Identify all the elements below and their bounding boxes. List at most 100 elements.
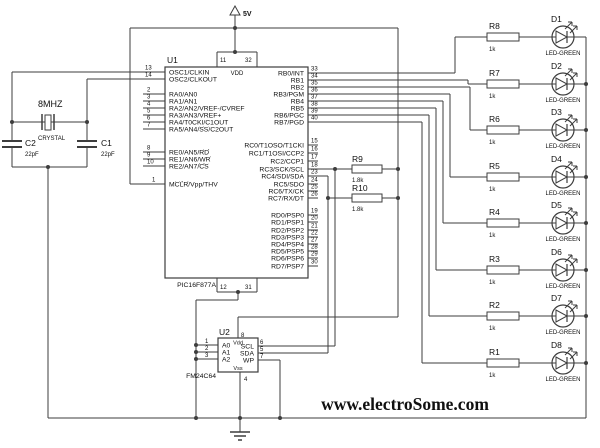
u2-pin-label: A2	[222, 357, 231, 364]
resistor-body	[486, 32, 520, 42]
u1-pin-number: 20	[311, 216, 318, 222]
u1-pin-number: 19	[311, 209, 318, 215]
u1-pin-label: OSC2/CLKOUT	[169, 77, 217, 84]
led-arrow	[569, 304, 578, 313]
u1-pin-number: 27	[311, 238, 318, 244]
led-ref-label: D5	[551, 200, 562, 210]
led-triangle	[555, 77, 569, 91]
junction-dot	[194, 416, 198, 420]
resistor-body	[486, 265, 520, 275]
u1-pin-label: RA4/T0CKI/C1OUT	[169, 120, 228, 127]
u1-pin-label: RB1	[291, 78, 304, 85]
led-type-label: LED-GREEN	[545, 51, 580, 57]
u1-pin-label: RD6/PSP6	[271, 256, 304, 263]
u1-pin-number: 13	[145, 66, 152, 72]
u1-pin-label: RD2/PSP2	[271, 228, 304, 235]
u1-pin-number: 9	[147, 153, 151, 159]
r10-ref-label: R10	[352, 183, 368, 193]
u1-pin-number: 10	[147, 160, 154, 166]
u2-pin-number: 4	[244, 377, 248, 383]
u1-pin-number: 8	[147, 146, 151, 152]
led-arrow	[564, 68, 573, 77]
junction-dot	[10, 120, 14, 124]
junction-dot	[233, 26, 237, 30]
led-arrow	[569, 118, 578, 127]
c2-value-label: 22pF	[25, 152, 39, 158]
led-triangle	[555, 170, 569, 184]
junction-dot	[333, 167, 337, 171]
u1-part-label: PIC16F877A	[177, 282, 216, 289]
u1-pin-label: RC1/T1OSI/CCP2	[249, 151, 304, 158]
resistor-body	[486, 218, 520, 228]
u1-pin-number: 6	[147, 116, 151, 122]
u1-pin-number: 15	[311, 139, 318, 145]
u1-pin-label: RB4	[291, 99, 304, 106]
resistor-value-label: 1k	[489, 233, 496, 239]
u1-pin-label: RB2	[291, 85, 304, 92]
led-arrow	[569, 351, 578, 360]
u1-pin-number: 26	[311, 192, 318, 198]
u1-vdd-label: VDD	[231, 71, 244, 77]
u1-pin-number: 16	[311, 147, 318, 153]
u1-pin-label: RD7/PSP7	[271, 264, 304, 271]
u2-pin-number: 2	[205, 346, 209, 352]
resistor-value-label: 1k	[489, 373, 496, 379]
led-arrow	[564, 347, 573, 356]
u1-pin-label: RB6/PGC	[274, 113, 304, 120]
junction-dot	[194, 343, 198, 347]
u2-pin-label: A1	[222, 350, 231, 357]
u1-pin-label: RC4/SDI/SDA	[261, 174, 304, 181]
u2-pin-number: 7	[260, 354, 264, 360]
generated-geometry: R81kD1LED-GREENR71kD2LED-GREENR61kD3LED-…	[2, 4, 588, 441]
u1-vss-pin-number: 12	[220, 285, 227, 291]
led-triangle	[555, 216, 569, 230]
u1-vdd-pin-number: 32	[245, 58, 252, 64]
led-arrow	[564, 21, 573, 30]
u1-pin-label: RC2/CCP1	[270, 159, 304, 166]
resistor-ref-label: R2	[489, 300, 500, 310]
u1-pin-number: 1	[152, 178, 156, 184]
u1-pin-number: 39	[311, 109, 318, 115]
u2-pin-label: A0	[222, 343, 231, 350]
u1-pin-label: RC5/SDO	[274, 182, 304, 189]
resistor-body	[486, 358, 520, 368]
junction-dot	[85, 120, 89, 124]
u1-vdd-pin-number: 11	[220, 58, 227, 64]
u1-pin-label: RB7/PGD	[274, 120, 304, 127]
crystal-body	[44, 114, 52, 131]
u2-pin-number: 1	[205, 339, 209, 345]
u1-pin-number: 23	[311, 170, 318, 176]
u1-pin-number: 36	[311, 88, 318, 94]
led-arrow	[564, 254, 573, 263]
u1-pin-label: RE2/AN7/CS	[169, 164, 209, 171]
led-arrow	[569, 165, 578, 174]
u1-pin-label: RD3/PSP3	[271, 235, 304, 242]
led-type-label: LED-GREEN	[545, 191, 580, 197]
junction-dot	[194, 350, 198, 354]
led-ref-label: D8	[551, 340, 562, 350]
u1-pin-number: 30	[311, 260, 318, 266]
u1-pin-number: 22	[311, 231, 318, 237]
u1-pin-label: RD0/PSP0	[271, 213, 304, 220]
junction-dot	[396, 167, 400, 171]
c1-value-label: 22pF	[101, 152, 115, 158]
crystal-frequency-label: 8MHZ	[38, 99, 63, 109]
c2-ref-label: C2	[25, 138, 36, 148]
u2-vdd-label: Vdd	[233, 341, 243, 347]
led-arrow	[564, 300, 573, 309]
power-5v-label: 5V	[243, 11, 252, 18]
resistor-value-label: 1k	[489, 47, 496, 53]
u1-pin-number: 7	[147, 123, 151, 129]
u1-pin-label: RA2/AN2/VREF-/CVREF	[169, 106, 245, 113]
junction-dot	[396, 196, 400, 200]
u1-pin-label: RC3/SCK/SCL	[259, 167, 304, 174]
junction-dot	[233, 50, 237, 54]
u2-body	[217, 337, 259, 373]
u1-pin-label: RA3/AN3/VREF+	[169, 113, 221, 120]
led-ref-label: D4	[551, 154, 562, 164]
u1-pin-number: 37	[311, 95, 318, 101]
resistor-ref-label: R5	[489, 161, 500, 171]
r9-value-label: 1.8k	[352, 178, 364, 184]
u1-ref-label: U1	[167, 55, 178, 65]
u2-pin-label: SCL	[241, 344, 254, 351]
